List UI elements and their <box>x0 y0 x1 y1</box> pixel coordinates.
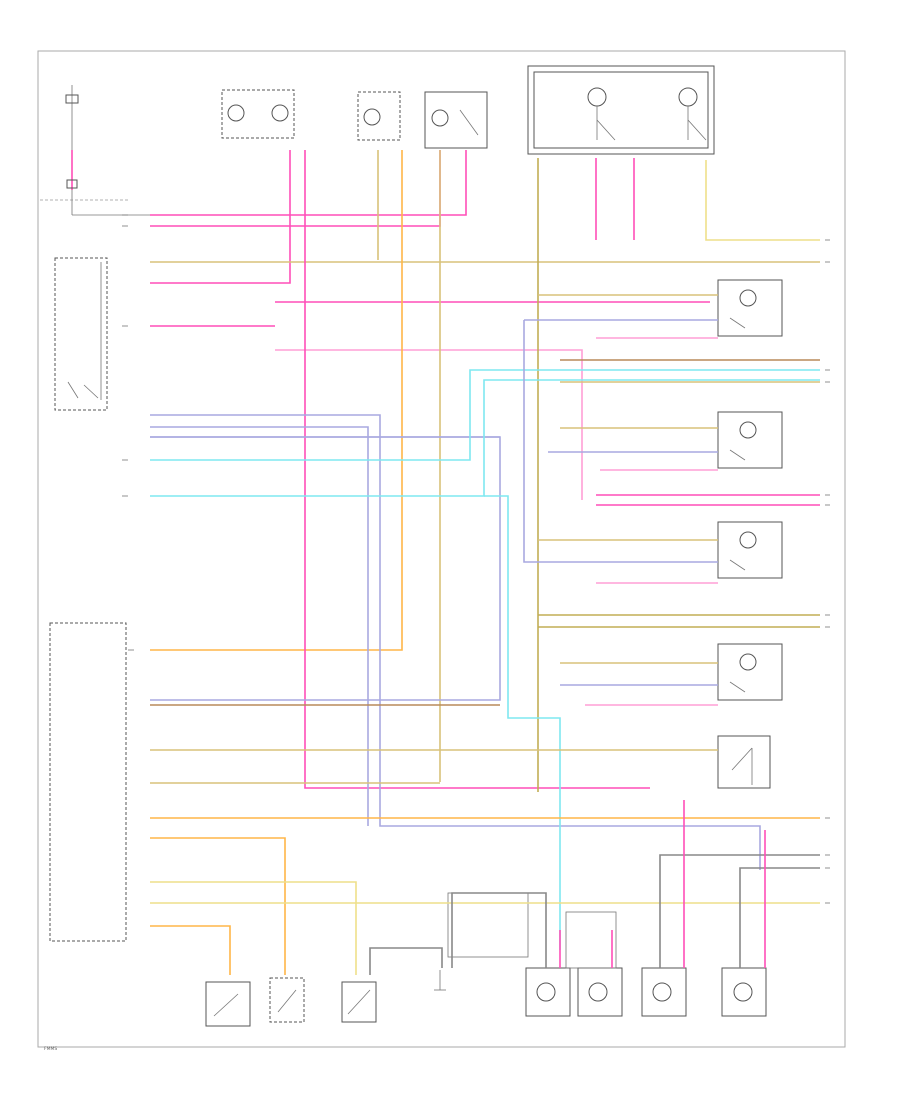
dome-lamp <box>357 91 401 141</box>
right-edge-connectors <box>825 239 830 904</box>
diagram-frame <box>37 50 846 1048</box>
overhead-console <box>527 65 715 155</box>
right-floor-lamp <box>577 967 623 1017</box>
left-rear-door-switch-bottom <box>341 981 377 1023</box>
footer-code: FMMS <box>44 1046 57 1052</box>
left-cargo-lamp-right <box>717 521 783 579</box>
ground-point <box>434 970 446 991</box>
right-rear-reading-lamp <box>717 411 783 469</box>
left-rear-reading-lamp <box>717 279 783 337</box>
bottom-junction-box <box>565 911 617 969</box>
right-cargo-lamp-right <box>717 643 783 701</box>
fuse-block <box>65 85 150 216</box>
wire-group <box>150 150 820 975</box>
left-connector-marks <box>122 214 134 651</box>
left-door-courtesy-lamp <box>641 967 687 1017</box>
body-control-module <box>49 622 127 942</box>
courtesy-lamp-relay <box>54 257 108 411</box>
glovebox-lamp <box>424 91 488 149</box>
liftgate-switch <box>717 735 771 789</box>
left-front-door-switch-bottom <box>205 981 251 1027</box>
right-door-courtesy-lamp <box>721 967 767 1017</box>
left-floor-lamp <box>525 967 571 1017</box>
left-front-door-jamb-switch <box>221 89 295 139</box>
right-front-door-switch-bottom <box>269 977 305 1023</box>
